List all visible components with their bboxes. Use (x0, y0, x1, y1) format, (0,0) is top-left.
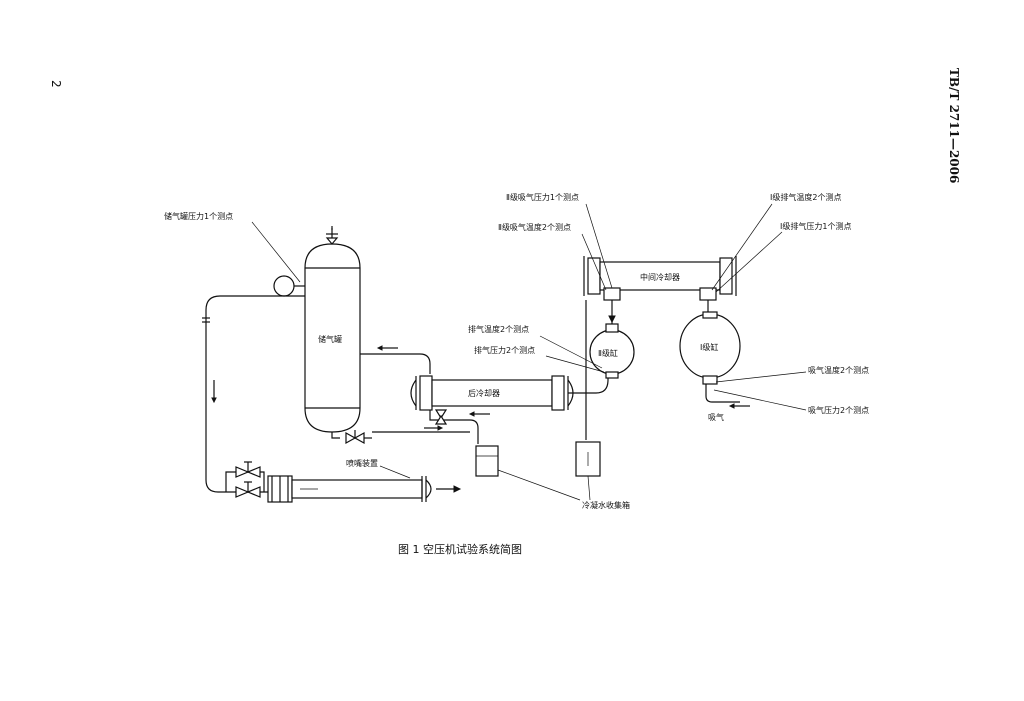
globe-valve-icon (235, 481, 261, 498)
stage2-cylinder (589, 323, 635, 379)
figure-caption: 图 1 空压机试验系统简图 (398, 542, 522, 556)
storage-tank (304, 243, 361, 433)
suction-label: 吸气 (708, 412, 724, 422)
label-stage1-discharge-pressure: Ⅰ级排气压力1个测点 (780, 221, 851, 231)
label-suction-pressure: 吸气压力2个测点 (808, 405, 869, 415)
label-stage2-suction-pressure: Ⅱ级吸气压力1个测点 (506, 192, 579, 202)
globe-valve-icon (235, 461, 261, 478)
aftercooler-label: 后冷却器 (468, 388, 500, 398)
condensate-tank (575, 441, 601, 477)
nozzle-device (267, 475, 462, 503)
condensate-tank-label: 冷凝水收集箱 (582, 500, 630, 510)
intercooler-label: 中间冷却器 (640, 272, 680, 282)
pressure-gauge-icon (273, 275, 305, 297)
nozzle-device-label: 喷嘴装置 (346, 458, 378, 468)
stage1-cylinder (679, 311, 741, 385)
label-tank-pressure: 储气罐压力1个测点 (164, 211, 233, 221)
stage1-cylinder-label: Ⅰ级缸 (700, 342, 718, 352)
safety-valve-icon (325, 226, 339, 245)
aftercooler (410, 375, 574, 411)
label-stage1-discharge-temp: Ⅰ级排气温度2个测点 (770, 192, 841, 202)
standard-code: TB/T 2711—2006 (947, 68, 961, 183)
label-stage2-suction-temp: Ⅱ级吸气温度2个测点 (498, 222, 571, 232)
label-discharge-pressure: 排气压力2个测点 (474, 345, 535, 355)
tank-label: 储气罐 (318, 334, 342, 344)
page-number: 2 (49, 80, 63, 88)
label-suction-temp: 吸气温度2个测点 (808, 365, 869, 375)
intercooler (583, 256, 737, 296)
label-discharge-temp: 排气温度2个测点 (468, 324, 529, 334)
stage2-cylinder-label: Ⅱ级缸 (598, 348, 618, 358)
